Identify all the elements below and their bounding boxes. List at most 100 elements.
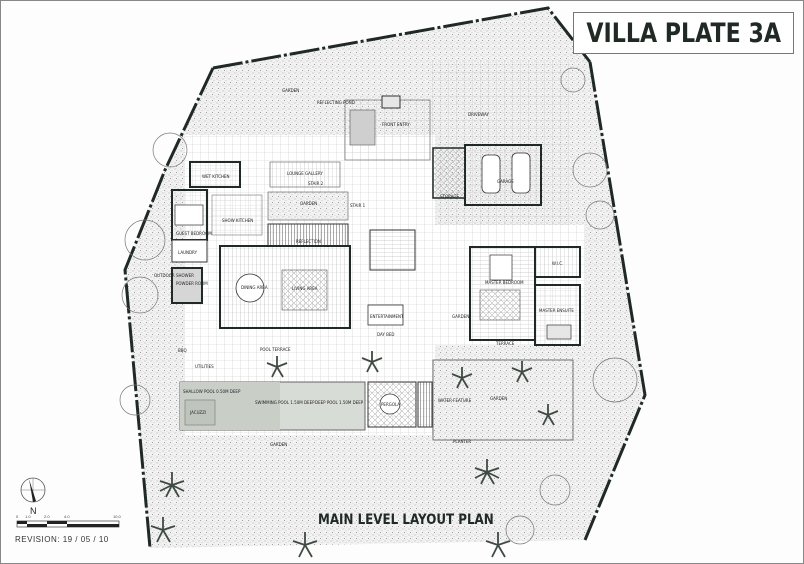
guest-bedroom: GUEST BEDROOM (171, 189, 212, 241)
svg-text:GARDEN: GARDEN (300, 201, 317, 206)
plan-title: MAIN LEVEL LAYOUT PLAN (318, 512, 494, 528)
svg-text:REFLECTION: REFLECTION (296, 239, 321, 244)
lounge-gallery (269, 161, 341, 188)
label-outdoor-shower: OUTDOOR SHOWER (154, 273, 194, 278)
svg-text:SWIMMING POOL 1.50M DEEP: SWIMMING POOL 1.50M DEEP (255, 400, 315, 405)
svg-text:10.0: 10.0 (113, 514, 122, 519)
bed-icon (489, 254, 513, 281)
svg-text:JACUZZI: JACUZZI (189, 410, 206, 415)
svg-text:2.0: 2.0 (44, 514, 50, 519)
label-garden-south: GARDEN (270, 442, 287, 447)
revision-info: REVISION: 19 / 05 / 10 (15, 535, 109, 544)
palm-icon (474, 459, 500, 485)
sheet-title: VILLA PLATE 3A (586, 17, 781, 49)
svg-text:MASTER BEDROOM: MASTER BEDROOM (485, 280, 524, 285)
bed-icon (174, 204, 204, 226)
svg-text:0: 0 (16, 514, 19, 519)
staircase (369, 229, 416, 271)
revision-label: REVISION: (15, 535, 60, 544)
north-needle-icon (29, 479, 36, 502)
tree-icon (152, 132, 188, 168)
tree-icon (539, 474, 571, 506)
label-reflecting-pond-top: REFLECTING POND (317, 100, 355, 105)
label-stair-2: STAIR 2 (308, 181, 324, 186)
car-icon (481, 154, 501, 194)
north-label: N (30, 506, 37, 516)
tree-icon (572, 152, 608, 188)
svg-text:LAUNDRY: LAUNDRY (178, 250, 198, 255)
dining-table (235, 273, 265, 303)
tree-icon (592, 357, 638, 403)
svg-text:ENTERTAINMENT: ENTERTAINMENT (370, 314, 404, 319)
walk-in-closet (534, 246, 581, 278)
label-terrace: TERRACE (495, 341, 515, 346)
svg-text:LIVING AREA: LIVING AREA (292, 286, 318, 291)
tree-icon (505, 515, 535, 545)
reflecting-pond (349, 109, 376, 146)
sheet-title-box: VILLA PLATE 3A (573, 12, 794, 54)
svg-text:PERGOLA: PERGOLA (381, 402, 400, 407)
palm-icon (485, 532, 511, 558)
palm-icon (451, 367, 473, 389)
palm-icon (159, 472, 185, 498)
car-icon (511, 152, 531, 194)
label-utilities: UTILITIES (195, 364, 214, 369)
palm-icon (292, 532, 318, 558)
jacuzzi (184, 399, 216, 426)
garden-east (432, 359, 574, 441)
laundry (171, 239, 208, 263)
label-planter: PLANTER (453, 439, 471, 444)
label-garden-mid: GARDEN (452, 314, 469, 319)
svg-text:POWDER ROOM: POWDER ROOM (176, 281, 208, 286)
label-garage: GARAGE (497, 179, 514, 184)
bathtub-icon (546, 324, 572, 340)
svg-text:W.I.C.: W.I.C. (552, 261, 563, 266)
palm-icon (266, 356, 288, 378)
tree-icon (121, 276, 159, 314)
tree-icon (119, 384, 151, 416)
svg-text:1.0: 1.0 (25, 514, 31, 519)
tree-icons (119, 67, 638, 545)
svg-text:LOUNGE GALLERY: LOUNGE GALLERY (287, 171, 323, 176)
garage: GARAGE (464, 144, 542, 206)
label-garden-north: GARDEN (282, 88, 299, 93)
svg-text:MASTER ENSUITE: MASTER ENSUITE (539, 308, 574, 313)
tree-icon (560, 67, 586, 93)
swimming-pool: JACUZZI SHALLOW POOL 0.50M DEEP SWIMMING… (179, 381, 366, 431)
label-pool-terrace: POOL TERRACE (260, 347, 291, 352)
scale-bar: 0 1.0 2.0 4.0 10.0 (16, 514, 122, 528)
svg-text:GARDEN: GARDEN (490, 396, 507, 401)
label-storage: STORAGE (440, 194, 460, 199)
north-arrow: N (20, 477, 46, 516)
svg-text:WET KITCHEN: WET KITCHEN (202, 174, 230, 179)
label-water-feature: WATER FEATURE (438, 398, 472, 403)
palm-icons (150, 351, 559, 558)
powder-room (171, 267, 203, 304)
wet-kitchen: WET KITCHEN (189, 161, 241, 188)
master-suite: MASTER BEDROOM W.I.C. MASTER ENSUITE (469, 246, 581, 346)
svg-text:SHOW KITCHEN: SHOW KITCHEN (222, 218, 253, 223)
label-front-entry: FRONT ENTRY (382, 122, 410, 127)
palm-icon (511, 361, 533, 383)
svg-text:GUEST BEDROOM: GUEST BEDROOM (176, 231, 212, 236)
storage-room (432, 147, 466, 199)
svg-text:SHALLOW POOL 0.50M DEEP: SHALLOW POOL 0.50M DEEP (183, 389, 241, 394)
svg-text:DEEP POOL 1.50M DEEP: DEEP POOL 1.50M DEEP (315, 400, 364, 405)
garden-court (267, 191, 349, 221)
label-stair-1: STAIR 1 (350, 203, 366, 208)
day-pavilion (417, 381, 433, 428)
tree-icon (124, 219, 166, 261)
show-kitchen (211, 194, 263, 236)
revision-date: 19 / 05 / 10 (62, 535, 109, 544)
palm-icon (150, 517, 176, 543)
label-daybed: DAY BED (377, 332, 395, 337)
label-bbq: BBQ (178, 348, 187, 353)
svg-text:4.0: 4.0 (64, 514, 70, 519)
palm-icon (537, 404, 559, 426)
palm-icon (361, 351, 383, 373)
label-driveway: DRIVEWAY (468, 112, 489, 117)
tree-icon (585, 200, 615, 230)
living-rug (281, 269, 328, 311)
svg-text:DINING AREA: DINING AREA (241, 285, 268, 290)
